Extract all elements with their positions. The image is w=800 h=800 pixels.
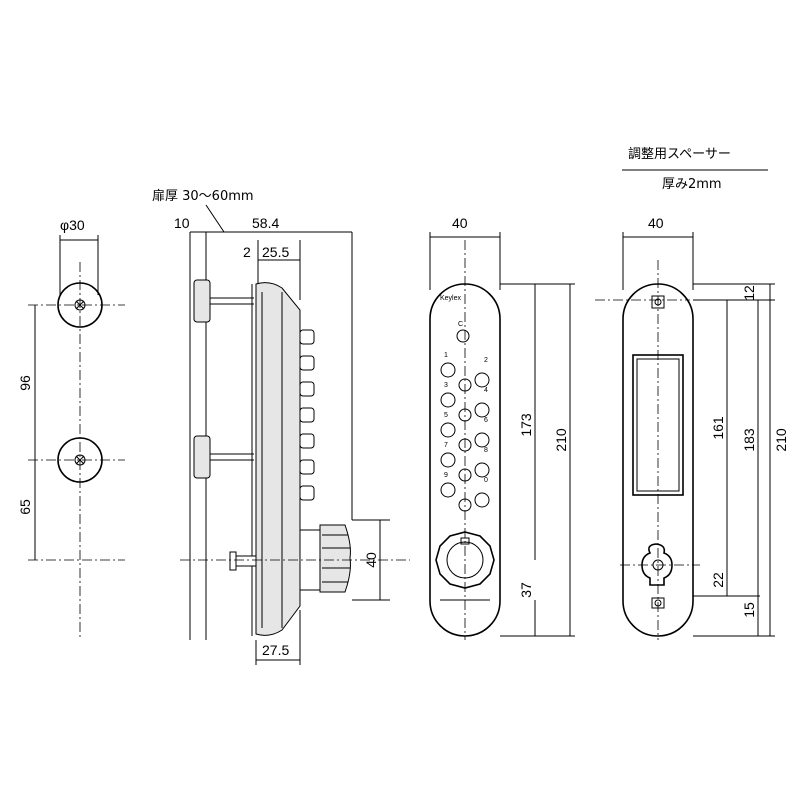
svg-text:2: 2 <box>484 357 488 364</box>
dim-back-22: 22 <box>710 572 726 588</box>
dim-side-10: 10 <box>174 215 190 231</box>
front-knob <box>435 531 495 589</box>
side-buttons <box>299 329 315 501</box>
side-view: 扉厚 30～60mm 10 58.4 2 25.5 <box>152 188 410 665</box>
dim-back-183: 183 <box>741 428 757 452</box>
dim-side-58-4: 58.4 <box>252 215 279 231</box>
svg-text:1: 1 <box>444 352 448 359</box>
dim-side-2: 2 <box>243 244 251 260</box>
spacer-title: 調整用スペーサー <box>628 147 731 162</box>
svg-text:6: 6 <box>484 417 488 424</box>
dim-back-width: 40 <box>648 215 664 231</box>
side-knob <box>299 524 351 593</box>
svg-text:9: 9 <box>444 472 448 479</box>
front-plate <box>429 283 501 637</box>
svg-text:0: 0 <box>484 477 488 484</box>
door-hole-layout: φ30 96 65 <box>17 217 125 640</box>
dim-side-25-5: 25.5 <box>262 244 289 260</box>
door-thickness-label: 扉厚 30～60mm <box>152 188 254 204</box>
back-view: 調整用スペーサー 厚み2mm 40 12 161 183 210 22 15 <box>595 147 789 640</box>
brand-logo: Keylex <box>440 295 462 302</box>
svg-text:5: 5 <box>444 412 448 419</box>
dim-back-161: 161 <box>710 416 726 440</box>
dim-back-210: 210 <box>773 428 789 452</box>
dim-hole-diameter: φ30 <box>60 217 85 233</box>
dim-front-width: 40 <box>452 215 468 231</box>
spacer-thickness-note: 厚み2mm <box>662 177 722 192</box>
svg-text:8: 8 <box>484 447 488 454</box>
svg-text:3: 3 <box>444 382 448 389</box>
svg-text:C: C <box>458 321 463 328</box>
dim-side-27-5: 27.5 <box>262 642 289 658</box>
dim-96: 96 <box>17 375 33 391</box>
dim-65: 65 <box>17 499 33 515</box>
dim-side-40: 40 <box>363 552 379 568</box>
dim-back-15: 15 <box>741 602 757 618</box>
svg-text:4: 4 <box>484 387 488 394</box>
dim-front-173: 173 <box>518 413 534 437</box>
dim-back-12: 12 <box>741 285 757 301</box>
front-keypad: 1 3 5 7 9 2 4 6 8 0 <box>440 352 490 512</box>
dim-front-37: 37 <box>518 582 534 598</box>
svg-text:7: 7 <box>444 442 448 449</box>
back-plate <box>622 283 694 637</box>
front-view: 40 Keylex C 1 3 5 <box>429 215 575 640</box>
spacer-window <box>632 354 684 496</box>
dim-front-210: 210 <box>553 428 569 452</box>
